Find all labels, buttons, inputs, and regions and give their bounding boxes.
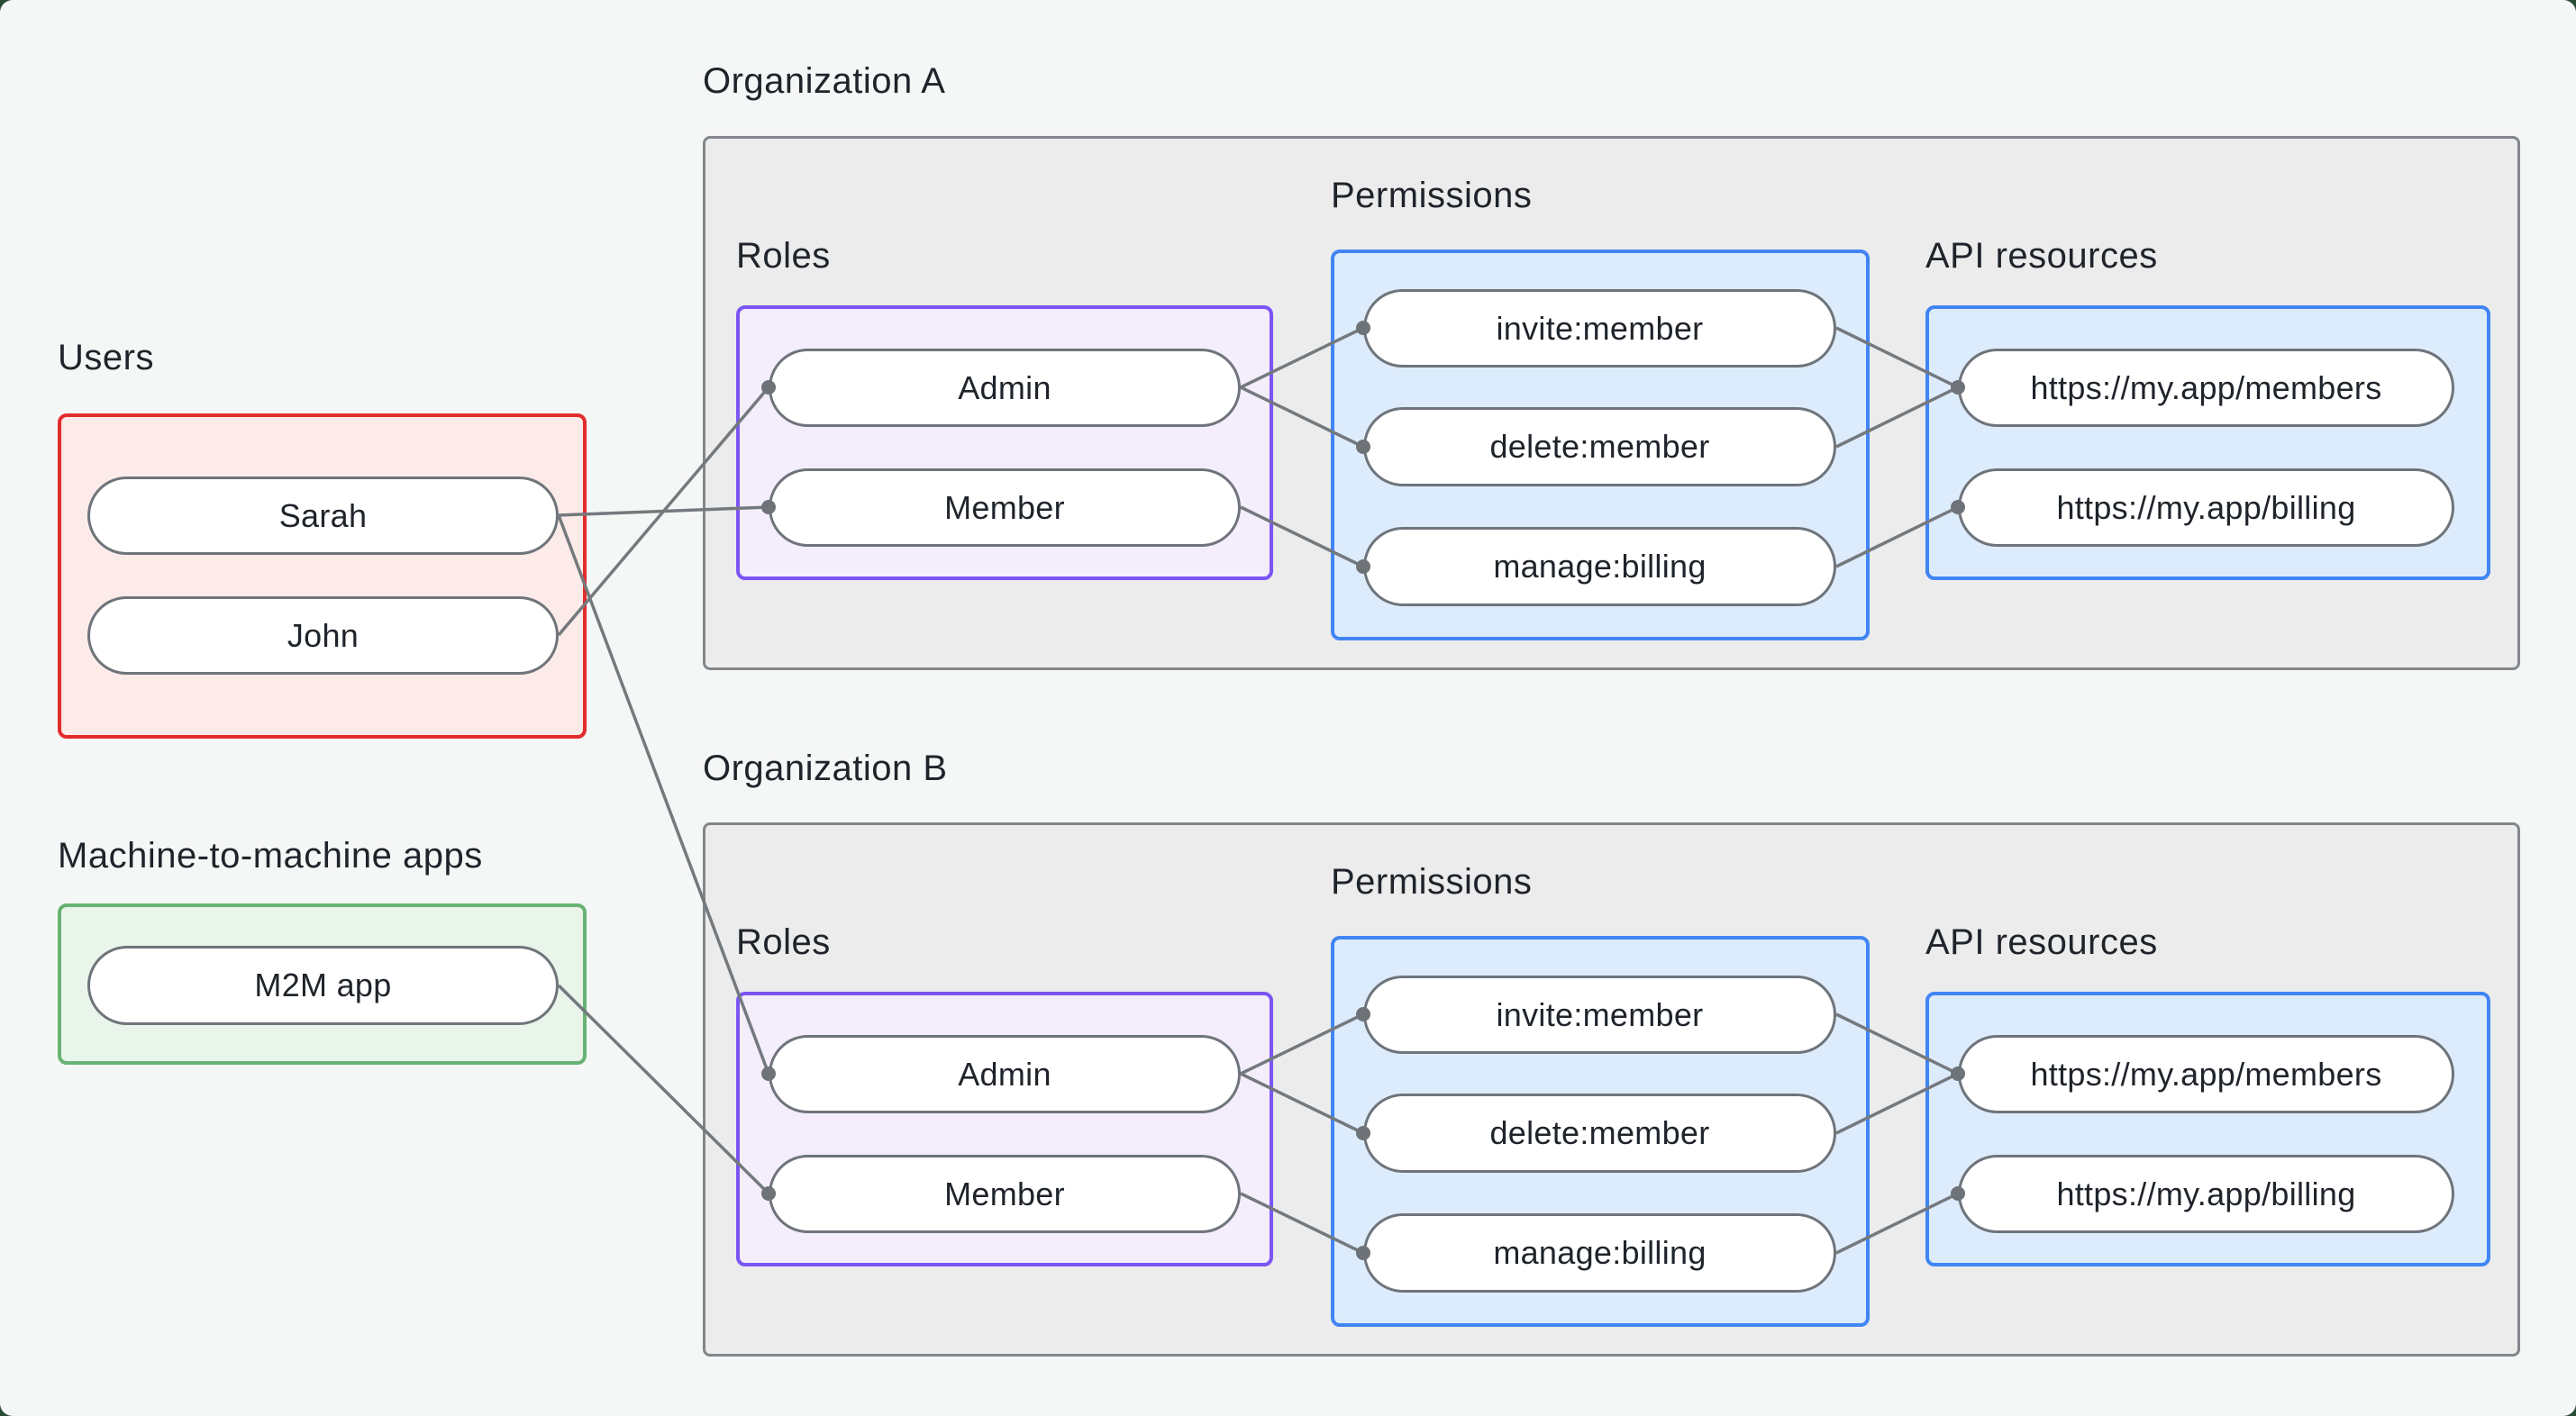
node-org-a-perm-manage-billing: manage:billing — [1363, 527, 1836, 606]
node-org-a-role-admin: Admin — [769, 349, 1241, 427]
node-org-a-perm-delete-member: delete:member — [1363, 407, 1836, 486]
node-org-b-role-admin: Admin — [769, 1035, 1241, 1113]
node-user-john: John — [87, 596, 559, 675]
org-b-roles-label: Roles — [736, 922, 831, 962]
org-b-label: Organization B — [703, 749, 948, 788]
org-a-label: Organization A — [703, 61, 946, 101]
node-org-a-perm-invite-member: invite:member — [1363, 289, 1836, 368]
node-org-a-api-members: https://my.app/members — [1958, 349, 2454, 427]
users-group-label: Users — [58, 338, 154, 377]
node-org-b-role-member: Member — [769, 1155, 1241, 1233]
m2m-group-label: Machine-to-machine apps — [58, 836, 483, 876]
node-org-a-role-member: Member — [769, 468, 1241, 547]
org-a-roles-label: Roles — [736, 236, 831, 276]
users-group-box — [58, 413, 587, 739]
org-a-api-label: API resources — [1925, 236, 2158, 276]
node-org-b-perm-delete-member: delete:member — [1363, 1094, 1836, 1173]
org-a-permissions-label: Permissions — [1331, 176, 1533, 215]
node-org-b-perm-invite-member: invite:member — [1363, 976, 1836, 1054]
node-user-sarah: Sarah — [87, 477, 559, 555]
node-org-b-api-members: https://my.app/members — [1958, 1035, 2454, 1113]
node-org-b-api-billing: https://my.app/billing — [1958, 1155, 2454, 1233]
node-m2m-app: M2M app — [87, 946, 559, 1025]
node-org-a-api-billing: https://my.app/billing — [1958, 468, 2454, 547]
org-b-api-label: API resources — [1925, 922, 2158, 962]
node-org-b-perm-manage-billing: manage:billing — [1363, 1213, 1836, 1293]
org-b-permissions-label: Permissions — [1331, 862, 1533, 902]
